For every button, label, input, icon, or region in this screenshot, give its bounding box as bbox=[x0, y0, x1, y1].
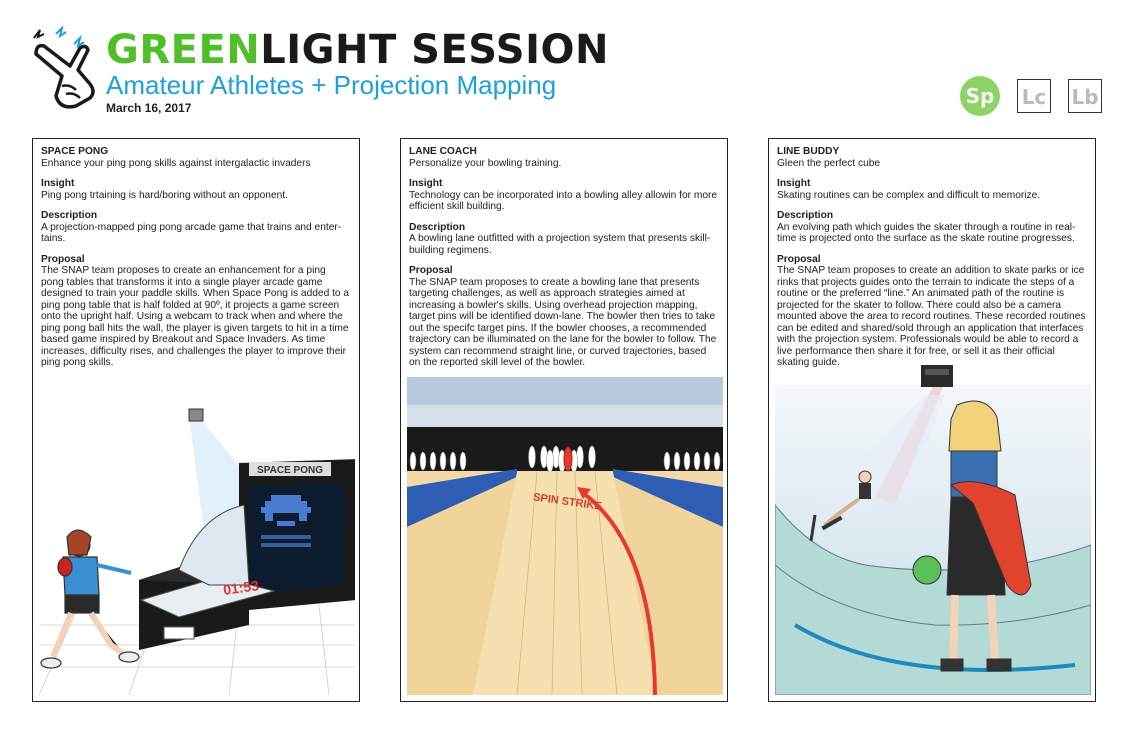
space-pong-illustration: SPACE PONG 01:53 bbox=[39, 408, 355, 695]
insight-text: Technology can be incorporated into a bo… bbox=[409, 189, 718, 213]
description-heading: Description bbox=[409, 221, 466, 233]
description-text: An evolving path which guides the skater… bbox=[777, 221, 1076, 245]
card-title: LANE COACH bbox=[409, 146, 477, 157]
small-skater-figure bbox=[821, 470, 872, 531]
proposal-heading: Proposal bbox=[777, 253, 821, 265]
description-text: A bowling lane outfitted with a projecti… bbox=[409, 233, 711, 256]
skater-girl-figure bbox=[912, 400, 1032, 672]
proposal-text: The SNAP team proposes to create a bowli… bbox=[409, 276, 717, 369]
skate-park-illustration bbox=[775, 365, 1091, 695]
insight-heading: Insight bbox=[409, 178, 443, 189]
proposal-heading: Proposal bbox=[409, 265, 453, 276]
proposal-heading: Proposal bbox=[41, 253, 85, 265]
session-title: GREENLIGHT SESSION bbox=[106, 27, 609, 73]
session-subtitle: Amateur Athletes + Projection Mapping bbox=[106, 70, 557, 100]
description-text: A projection-mapped ping pong arcade gam… bbox=[41, 221, 342, 245]
insight-heading: Insight bbox=[777, 178, 811, 189]
badge-lb[interactable]: Lb bbox=[1068, 79, 1102, 113]
description-heading: Description bbox=[777, 210, 834, 221]
card-space-pong: SPACE PONG Enhance your ping pong skills… bbox=[32, 138, 360, 702]
insight-text: Skating routines can be complex and diff… bbox=[777, 189, 1041, 201]
proposal-text: The SNAP team proposes to create an enha… bbox=[41, 265, 350, 368]
insight-heading: Insight bbox=[41, 178, 75, 189]
space-pong-screen-label: SPACE PONG bbox=[257, 465, 323, 476]
player-figure bbox=[40, 529, 140, 669]
card-tagline: Gleen the perfect cube bbox=[777, 157, 881, 169]
proposal-text: The SNAP team proposes to create an addi… bbox=[777, 265, 1086, 368]
badge-lc[interactable]: Lc bbox=[1017, 79, 1051, 113]
hand-logo-icon bbox=[33, 26, 95, 109]
description-heading: Description bbox=[41, 210, 98, 221]
card-title: LINE BUDDY bbox=[777, 146, 840, 157]
session-date: March 16, 2017 bbox=[106, 101, 192, 115]
card-tagline: Enhance your ping pong skills against in… bbox=[41, 157, 311, 169]
card-line-buddy: LINE BUDDY Gleen the perfect cube Insigh… bbox=[768, 138, 1096, 702]
badge-sp[interactable]: Sp bbox=[960, 76, 1000, 116]
insight-text: Ping pong trtaining is hard/boring witho… bbox=[41, 189, 288, 201]
card-lane-coach: LANE COACH Personalize your bowling trai… bbox=[400, 138, 728, 702]
card-title: SPACE PONG bbox=[41, 146, 109, 157]
card-tagline: Personalize your bowling training. bbox=[409, 157, 562, 169]
bowling-lane-illustration: SPIN STRIKE bbox=[407, 377, 723, 695]
space-pong-timer: 01:53 bbox=[222, 577, 260, 598]
